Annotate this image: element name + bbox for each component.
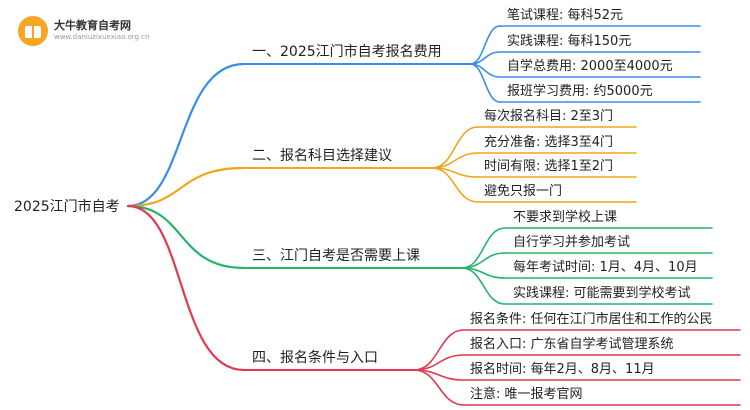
leaf-subjects-2: 充分准备: 选择3至4门 [484,135,614,150]
connector-subjects-leaf-1 [431,126,479,169]
leaf-conditions-1: 报名条件: 任何在江门市居住和工作的公民 [470,312,713,327]
leaf-classes-4: 实践课程: 可能需要到学校考试 [513,286,691,301]
leaf-fees-2: 实践课程: 每科150元 [507,34,632,49]
leaf-classes-1: 不要求到学校上课 [513,210,618,225]
leaf-fees-1: 笔试课程: 每科52元 [507,8,624,23]
connector-classes-leaf-1 [461,227,506,269]
leaf-classes-2: 自行学习并参加考试 [513,235,631,250]
root-topic: 2025江门市自考 [14,199,120,215]
leaf-fees-4: 报班学习费用: 约5000元 [507,84,653,99]
leaf-subjects-1: 每次报名科目: 2至3门 [484,109,614,124]
logo-name: 大牛教育自考网 [54,19,131,32]
connector-subjects-leaf-4 [431,167,479,203]
leaf-subjects-3: 时间有限: 选择1至2门 [484,159,614,174]
connector-classes-leaf-4 [461,267,506,305]
leaf-fees-3: 自学总费用: 2000至4000元 [507,59,673,74]
leaf-conditions-2: 报名入口: 广东省自学考试管理系统 [470,337,674,352]
site-logo: 大牛教育自考网 www.daniuzixuexiao.org.cn [18,14,168,48]
leaf-conditions-3: 报名时间: 每年2月、8月、11月 [470,362,655,377]
connector-root-fees [126,62,246,208]
leaf-classes-3: 每年考试时间: 1月、4月、10月 [513,260,698,275]
connector-root-subjects [126,166,246,208]
leaf-conditions-4: 注意: 唯一报考官网 [470,387,583,402]
branch-conditions: 四、报名条件与入口 [252,350,378,366]
leaf-subjects-4: 避免只报一门 [484,184,563,199]
connector-fees-leaf-4 [469,63,501,103]
branch-classes: 三、江门自考是否需要上课 [252,248,420,264]
connector-root-classes [126,204,246,270]
connector-conditions-leaf-4 [413,369,465,406]
graduation-book-icon [18,16,48,46]
connector-conditions-leaf-1 [413,329,465,371]
branch-fees: 一、2025江门市自考报名费用 [252,44,442,60]
branch-subjects: 二、报名科目选择建议 [252,148,392,164]
connector-root-conditions [126,204,246,372]
logo-url: www.daniuzixuexiao.org.cn [54,33,150,41]
